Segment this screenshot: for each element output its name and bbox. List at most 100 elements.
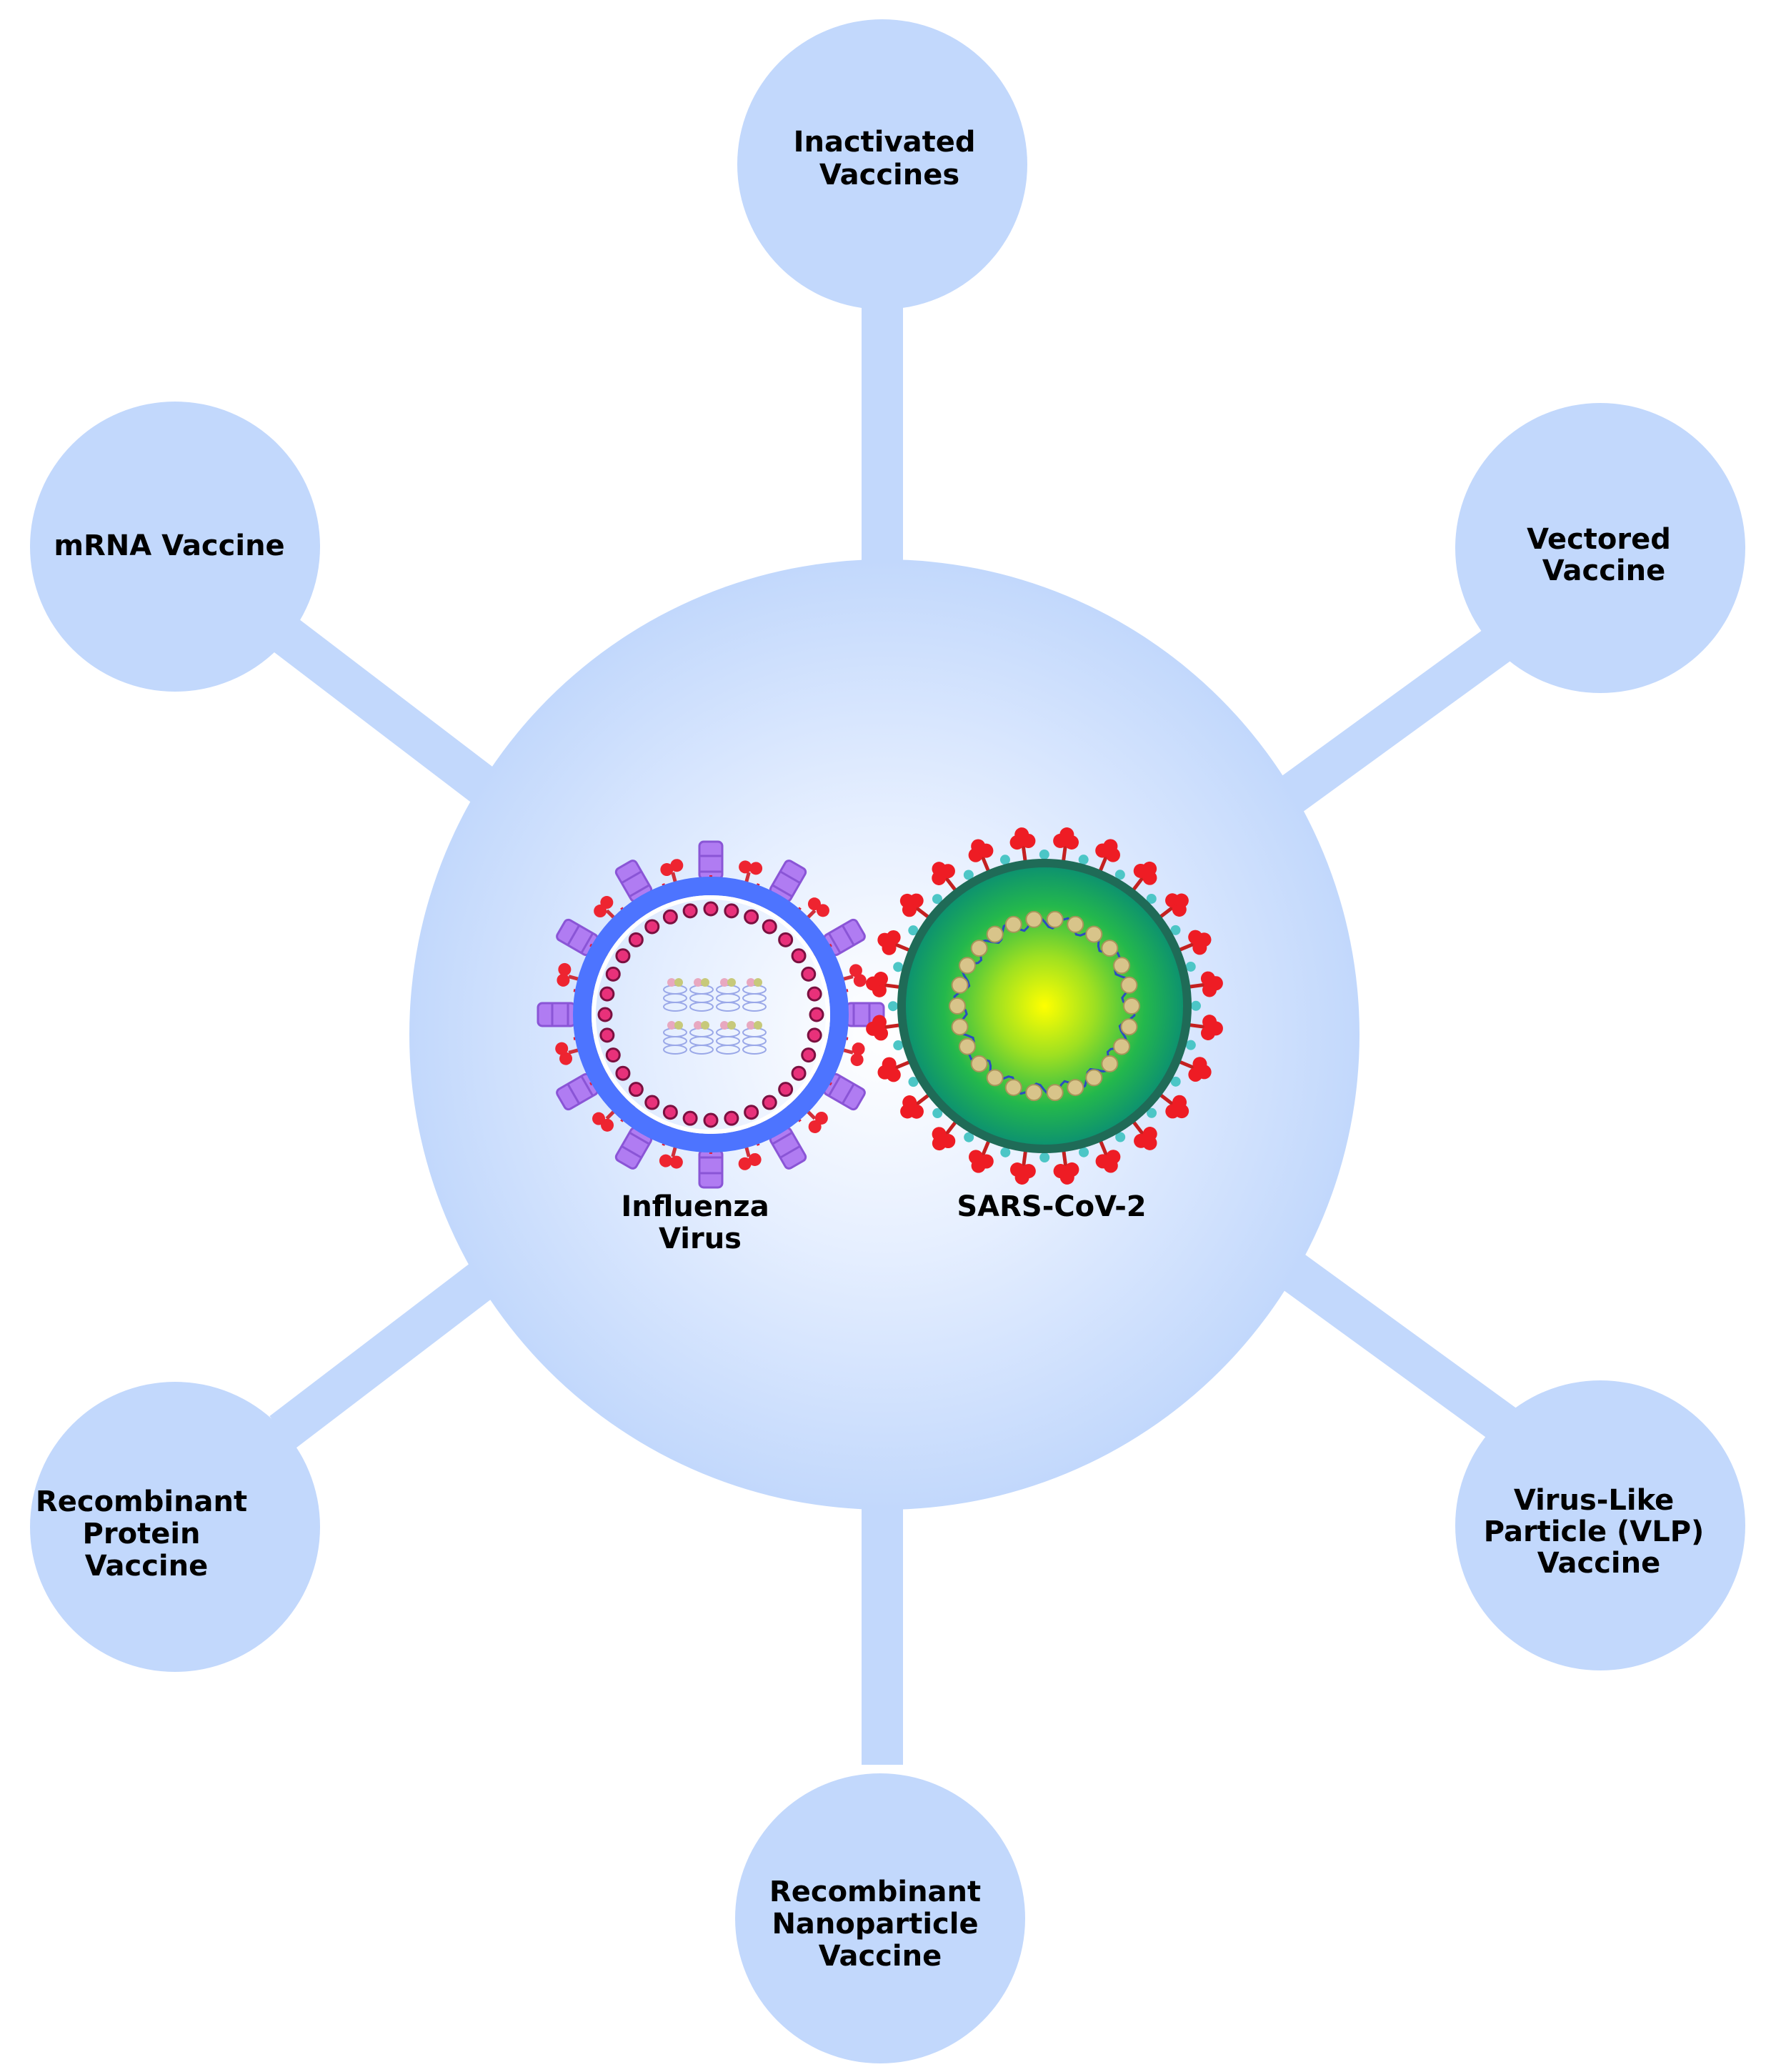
node-mrna-circle[interactable] [30,402,320,692]
influenza-spike [738,1142,762,1170]
hemagglutinin-band [621,1145,642,1159]
rnp-coil [689,1002,714,1012]
neuraminidase-head [738,1157,752,1170]
node-vlp-circle[interactable] [1455,1380,1745,1670]
spike-protein [1185,971,1223,997]
matrix-bead [724,903,739,919]
matrix-bead [724,1110,739,1126]
nucleocapsid-bead [958,957,976,975]
matrix-bead [644,1095,660,1110]
spike-head [1014,1170,1029,1185]
node-protein-circle[interactable] [30,1382,320,1672]
nucleocapsid-bead [1085,925,1103,943]
neuraminidase-head [670,859,684,872]
hemagglutinin-band [841,925,855,946]
rnp-polymerase [747,978,755,987]
nucleocapsid-bead [986,925,1004,943]
rnp-polymerase [694,1021,702,1030]
influenza-surface-proteins [537,840,885,1189]
spike-head [1142,1135,1157,1150]
matrix-bead [744,909,759,925]
nucleocapsid-bead [986,1069,1004,1087]
rnp-polymerase [701,1021,709,1030]
matrix-bead [744,1105,759,1120]
membrane-protein [963,870,974,880]
spike-protein [1053,827,1079,865]
spike-head [1197,1065,1212,1080]
neuraminidase-head [660,863,674,877]
spike-head [971,1158,986,1173]
spike-head [1059,1170,1074,1185]
sars-nucleocapsid-rna [949,910,1140,1102]
neuraminidase-head [557,973,570,987]
neuraminidase-head [816,904,829,917]
spike-protein [1185,1015,1223,1041]
matrix-bead [807,1027,822,1043]
spike-head [866,976,881,991]
matrix-bead [807,986,822,1002]
matrix-bead [628,1082,644,1097]
matrix-bead [597,1007,613,1022]
spike-head [1208,1021,1223,1036]
influenza-spike [769,860,807,902]
hemagglutinin-band [772,1131,793,1145]
matrix-bead [599,1027,615,1043]
node-vectored-circle[interactable] [1455,403,1745,693]
hemagglutinin-band [772,884,793,898]
node-protein-label: Recombinant Protein Vaccine [36,1485,257,1583]
membrane-protein [1039,850,1049,860]
rnp-coil [689,1045,714,1055]
membrane-protein [1078,855,1089,865]
node-nanoparticle-circle[interactable] [735,1773,1025,2063]
spike-head [1208,976,1223,991]
nucleocapsid-bead [951,976,969,994]
rnp-polymerase [747,1021,755,1030]
neuraminidase-head [850,1053,864,1067]
neuraminidase-head [849,964,862,977]
rnp-coil [716,1002,740,1012]
neuraminidase-head [558,962,572,976]
rnp-polymerase [694,978,702,987]
influenza-spike [698,1149,724,1189]
hemagglutinin-band [827,932,842,954]
spike-protein [969,1137,994,1173]
spike-head [877,1065,892,1080]
rnp-polymerase [667,978,676,987]
hemagglutinin-band [580,1075,594,1097]
sars-label: SARS-CoV-2 [957,1190,1146,1223]
rnp-coil [742,1002,767,1012]
hemagglutinin-band [629,884,650,898]
influenza-matrix-protein [597,901,824,1128]
membrane-protein [1185,961,1196,972]
matrix-bead [791,948,807,964]
hemagglutinin-band [629,1131,650,1145]
matrix-bead [762,919,777,935]
neuraminidase-head [559,1052,573,1065]
matrix-bead [778,1082,794,1097]
matrix-bead [801,966,817,982]
influenza-spike [698,840,724,880]
connector-protein [269,1255,506,1450]
nucleocapsid-bead [1067,1079,1084,1097]
matrix-bead [703,901,719,917]
matrix-bead [809,1007,824,1022]
nucleocapsid-bead [1004,1079,1022,1097]
hemagglutinin-band [779,870,801,885]
spike-head [1103,1158,1118,1173]
hemagglutinin-band [621,870,642,885]
influenza-spike [659,1142,683,1169]
spike-head [932,862,947,877]
spike-protein [1129,1118,1157,1150]
membrane-protein [908,1077,919,1087]
neuraminidase-head [600,896,614,910]
spike-head [1174,1104,1189,1119]
membrane-protein [1000,1147,1011,1157]
matrix-bead [801,1047,817,1063]
neuraminidase-head [749,862,763,875]
node-inactivated-circle[interactable] [737,19,1027,309]
membrane-protein [1039,1152,1050,1162]
spike-head [1174,893,1189,908]
node-vlp-label: Virus-Like Particle (VLP) Vaccine [1484,1484,1715,1580]
influenza-spike [537,1002,577,1027]
membrane-protein [893,962,904,972]
